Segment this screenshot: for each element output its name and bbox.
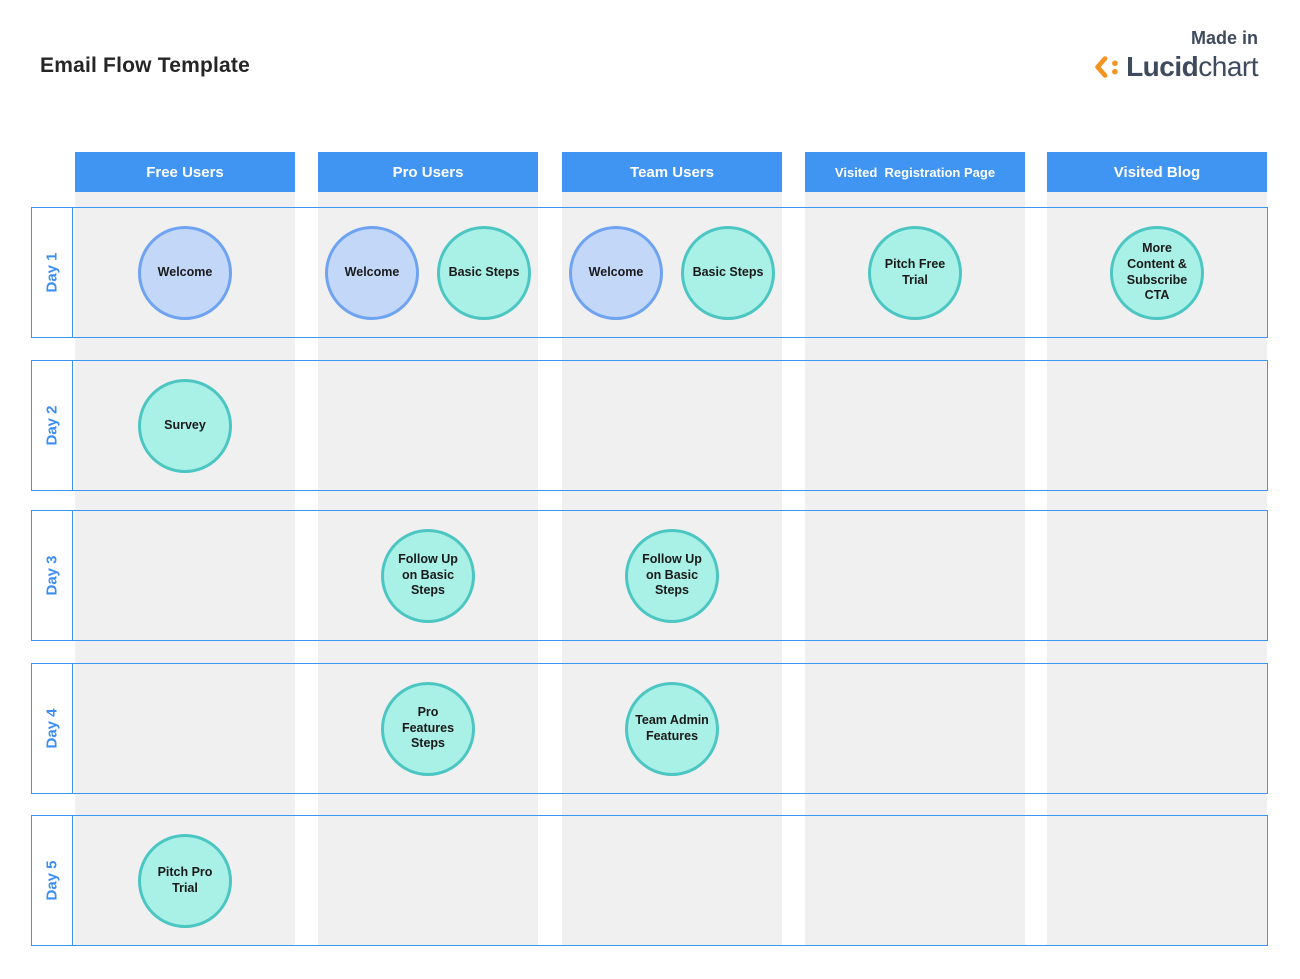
column-header-label: Visited Registration Page <box>834 164 996 180</box>
made-in-label: Made in <box>1190 28 1258 48</box>
node-label: Basic Steps <box>448 264 520 279</box>
row-day-4: Day 4 <box>31 663 1268 794</box>
column-header-label: Pro Users <box>392 163 464 181</box>
lucid-logo-icon <box>1095 56 1118 78</box>
node-survey[interactable]: Survey <box>138 378 232 473</box>
row-label-box-day-2[interactable]: Day 2 <box>32 361 73 490</box>
row-day-1: Day 1 <box>31 207 1268 338</box>
node-follow-up-on-basic-steps[interactable]: Follow Up on Basic Steps <box>625 528 719 623</box>
node-label: Welcome <box>588 264 644 279</box>
row-label: Day 2 <box>43 405 61 446</box>
column-header-label: Visited Blog <box>1113 163 1201 181</box>
column-header-label: Team Users <box>630 163 714 181</box>
column-header-label: Free Users <box>146 163 224 181</box>
row-label: Day 1 <box>43 252 61 293</box>
node-label: Team Admin Features <box>635 712 709 743</box>
node-welcome[interactable]: Welcome <box>138 225 232 320</box>
node-label: Welcome <box>157 264 213 279</box>
column-header-pro-users[interactable]: Pro Users <box>318 152 538 192</box>
brand-name: Lucidchart <box>1126 53 1258 81</box>
branding: Made in Lucidchart <box>1091 28 1258 82</box>
node-pro-features-steps[interactable]: Pro Features Steps <box>381 681 475 776</box>
node-label: Pitch Pro Trial <box>157 864 213 895</box>
column-header-team-users[interactable]: Team Users <box>562 152 782 192</box>
node-welcome[interactable]: Welcome <box>569 225 663 320</box>
row-label-box-day-3[interactable]: Day 3 <box>32 511 73 640</box>
node-team-admin-features[interactable]: Team Admin Features <box>625 681 719 776</box>
node-follow-up-on-basic-steps[interactable]: Follow Up on Basic Steps <box>381 528 475 623</box>
column-header-visited-registration-page[interactable]: Visited Registration Page <box>805 152 1025 192</box>
node-basic-steps[interactable]: Basic Steps <box>437 225 531 320</box>
row-label: Day 3 <box>43 555 61 596</box>
node-label: Follow Up on Basic Steps <box>642 552 702 598</box>
node-welcome[interactable]: Welcome <box>325 225 419 320</box>
row-label: Day 4 <box>43 708 61 749</box>
row-label-box-day-1[interactable]: Day 1 <box>32 208 73 337</box>
column-header-free-users[interactable]: Free Users <box>75 152 295 192</box>
row-day-3: Day 3 <box>31 510 1268 641</box>
lucidchart-logo[interactable]: Lucidchart <box>1091 52 1258 82</box>
node-label: Basic Steps <box>692 264 764 279</box>
brand-name-bold: Lucid <box>1126 51 1199 82</box>
brand-name-light: chart <box>1198 51 1258 82</box>
node-label: Welcome <box>344 264 400 279</box>
node-pitch-pro-trial[interactable]: Pitch Pro Trial <box>138 833 232 928</box>
node-label: More Content & Subscribe CTA <box>1126 241 1188 303</box>
node-label: Pitch Free Trial <box>884 256 946 287</box>
row-label: Day 5 <box>43 860 61 901</box>
row-day-2: Day 2 <box>31 360 1268 491</box>
row-label-box-day-5[interactable]: Day 5 <box>32 816 73 945</box>
node-pitch-free-trial[interactable]: Pitch Free Trial <box>868 225 962 320</box>
node-label: Pro Features Steps <box>401 705 455 751</box>
page-title: Email Flow Template <box>40 54 250 77</box>
node-label: Survey <box>164 417 206 432</box>
row-label-box-day-4[interactable]: Day 4 <box>32 664 73 793</box>
node-more-content-subscribe-cta[interactable]: More Content & Subscribe CTA <box>1110 225 1204 320</box>
column-header-visited-blog[interactable]: Visited Blog <box>1047 152 1267 192</box>
row-day-5: Day 5 <box>31 815 1268 946</box>
node-basic-steps[interactable]: Basic Steps <box>681 225 775 320</box>
node-label: Follow Up on Basic Steps <box>398 552 458 598</box>
